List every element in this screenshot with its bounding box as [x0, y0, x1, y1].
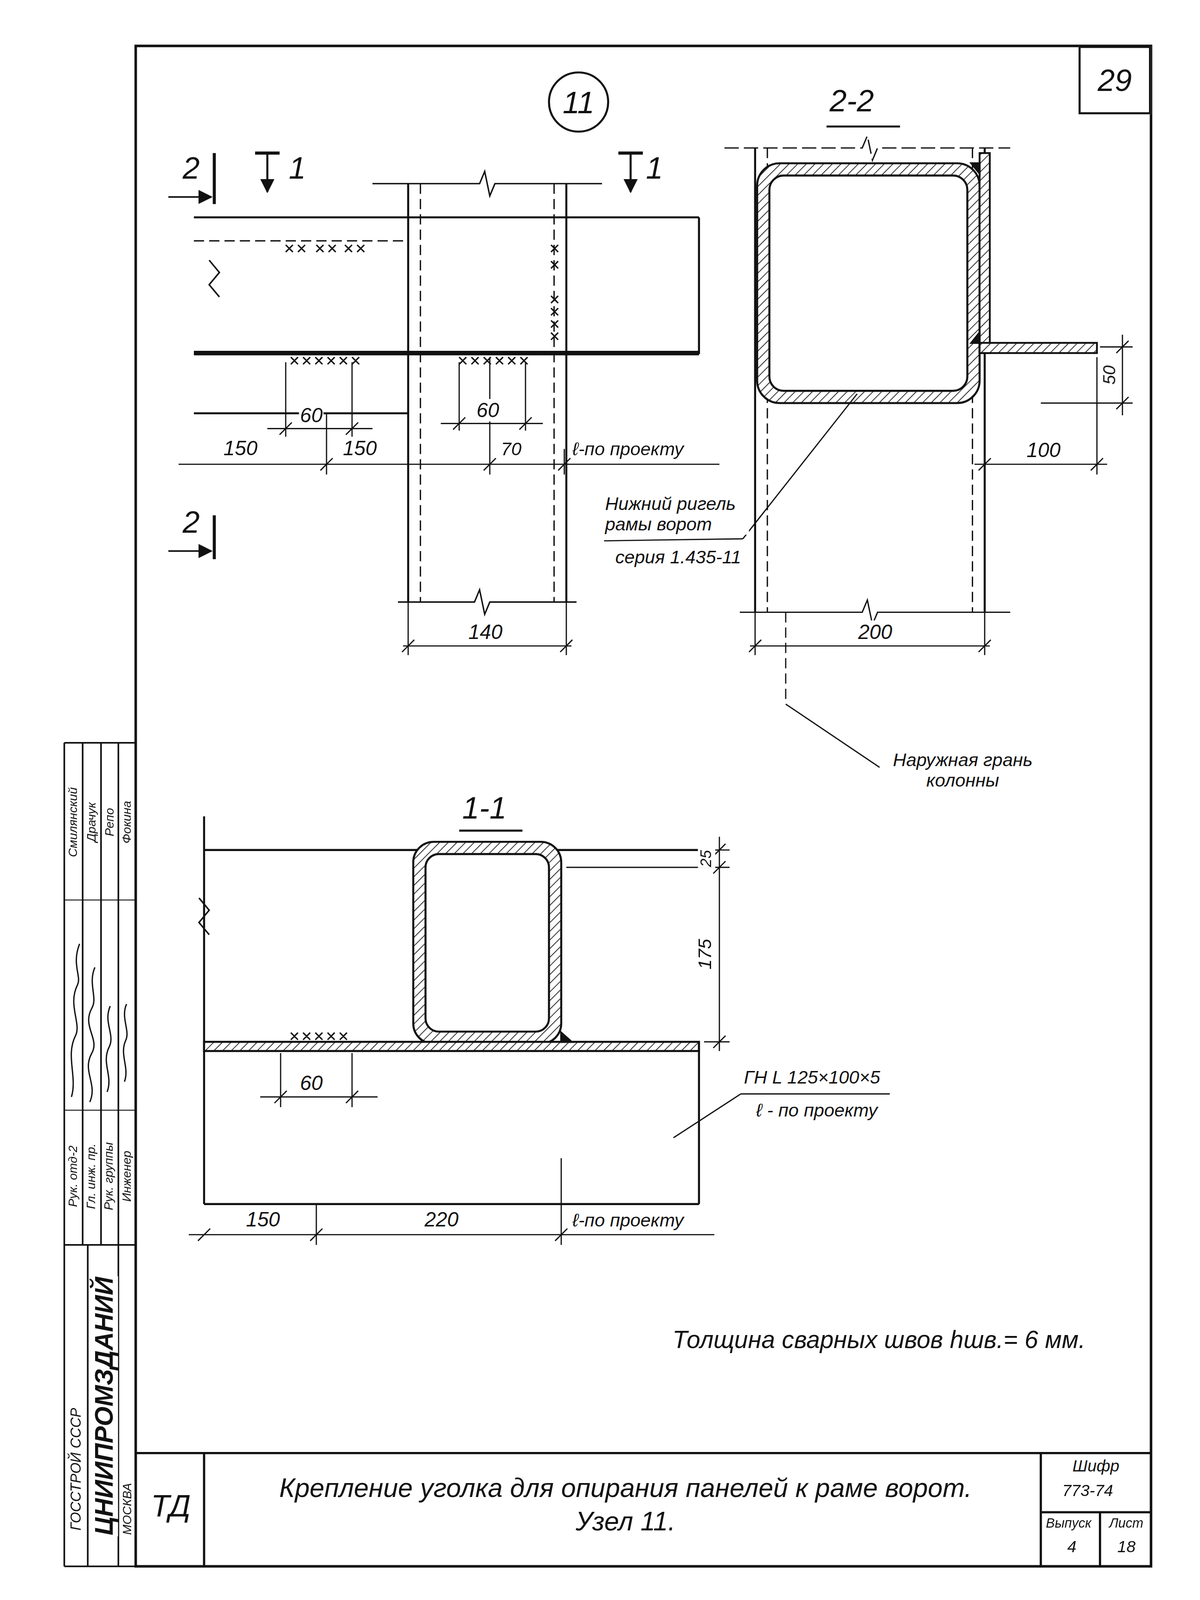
stamp-role: Гл. инж. пр. — [84, 1141, 99, 1210]
section-mark: 2 — [181, 504, 201, 540]
sheet-number-box: 29 — [1078, 45, 1151, 115]
stamp-name: Фокина — [120, 798, 135, 844]
part-label: ℓ - по проекту — [755, 1099, 879, 1121]
part-label: Нижний ригель рамы ворот — [603, 493, 749, 535]
elevation-view — [168, 153, 720, 655]
sheet-frame — [135, 45, 1152, 1566]
node-callout-circle: 11 — [547, 71, 610, 133]
stamp-name: Репо — [102, 806, 117, 837]
dimension: 25 — [697, 848, 715, 868]
dimension: ℓ-по проекту — [571, 438, 685, 460]
dimension: ℓ-по проекту — [571, 1209, 685, 1231]
dimension: 100 — [1025, 438, 1062, 462]
part-label: ГН L 125×100×5 — [742, 1066, 881, 1088]
section-mark: 2 — [181, 150, 201, 186]
drawing-title: Крепление уголка для опирания панелей к … — [267, 1470, 984, 1538]
stamp-name: Смилянский — [66, 785, 81, 858]
dimension: 150 — [222, 436, 259, 460]
dimension: 60 — [299, 404, 324, 427]
stamp-text: ЦНИИПРОМЗДАНИЙ — [89, 1275, 118, 1536]
stamp-text: МОСКВА — [120, 1481, 135, 1535]
title-block — [135, 1452, 1152, 1566]
stamp-text: ГОССТРОЙ СССР — [68, 1406, 85, 1532]
title-cell: 4 — [1066, 1537, 1078, 1556]
stamp-name: Драчук — [84, 800, 99, 843]
section-mark: 1 — [644, 150, 664, 186]
dimension: 150 — [341, 436, 379, 460]
dimension: 140 — [467, 620, 504, 643]
stamp-code: ТД — [149, 1488, 192, 1523]
stamp — [64, 742, 136, 1566]
section-1-1 — [188, 815, 890, 1245]
weld-note: Толщина сварных швов hшв.= 6 мм. — [671, 1326, 1087, 1354]
stamp-role: Рук. отд-2 — [66, 1143, 81, 1207]
title-cell: Лист — [1108, 1515, 1145, 1531]
section-mark: 1 — [287, 150, 307, 186]
dimension: 60 — [299, 1071, 324, 1094]
dimension: 175 — [694, 937, 716, 970]
dimension: 50 — [1099, 363, 1119, 386]
dimension: 60 — [475, 398, 501, 422]
part-label: серия 1.435-11 — [614, 546, 743, 568]
section-title: 2-2 — [828, 83, 875, 118]
dimension: 220 — [423, 1207, 460, 1231]
stamp-role: Рук. группы — [102, 1140, 117, 1211]
title-cell: Шифр — [1071, 1456, 1121, 1475]
section-title: 1-1 — [461, 790, 508, 825]
dimension: 150 — [244, 1207, 282, 1231]
note-label: Наружная грань колонны — [882, 749, 1043, 791]
stamp-role: Инженер — [120, 1148, 135, 1202]
dimension: 200 — [857, 620, 894, 643]
title-cell: Выпуск — [1045, 1515, 1093, 1531]
node-text: 29 — [1097, 63, 1132, 97]
title-cell: 773-74 — [1061, 1481, 1115, 1500]
node-text: 11 — [562, 85, 595, 120]
dimension: 70 — [500, 438, 523, 460]
title-cell: 18 — [1116, 1537, 1137, 1556]
